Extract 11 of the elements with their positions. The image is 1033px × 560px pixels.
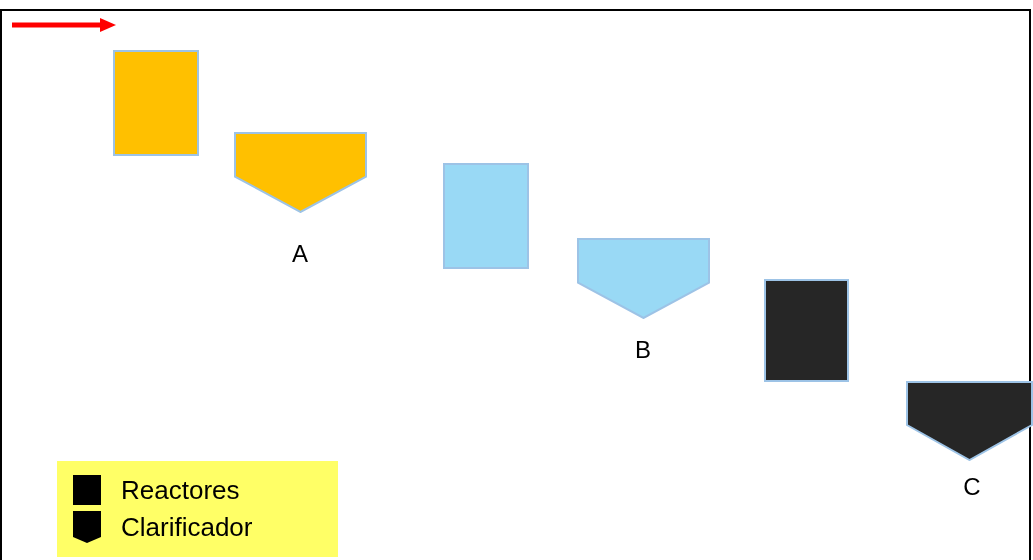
clarifier-shape [577,238,710,319]
clarifier-shape [906,381,1033,461]
node-caption: C [963,475,981,499]
reactor-box [113,50,199,156]
legend-text: Clarificador [121,514,253,540]
node-caption: B [635,338,651,362]
clarifier-shape [234,132,367,213]
reactor-box [443,163,529,269]
reactor-box [764,279,849,382]
legend-text: Reactores [121,477,240,503]
node-caption: A [292,242,308,266]
